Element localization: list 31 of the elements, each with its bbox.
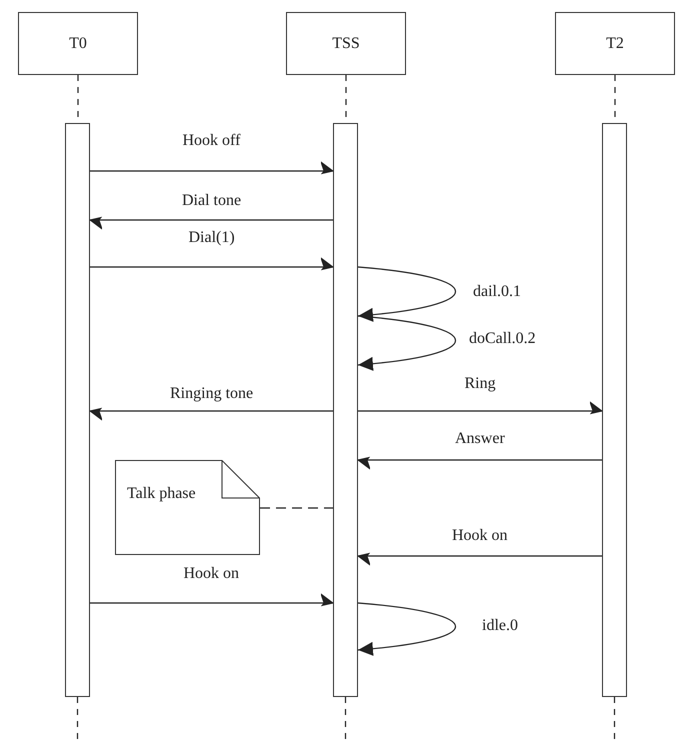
message-arrow [90, 258, 334, 270]
message-arrow [358, 553, 602, 566]
edge-label: doCall.0.2 [469, 330, 536, 348]
activation-bar [602, 123, 627, 697]
edge-label: Ring [464, 375, 496, 393]
edge-label: idle.0 [482, 617, 518, 635]
connector [260, 507, 333, 509]
edge-label: Hook on [452, 527, 508, 545]
self-call-arrow [358, 315, 456, 371]
edge-label: Answer [455, 430, 505, 448]
message-arrow [358, 457, 602, 470]
edge-label: Hook on [184, 565, 240, 583]
edge-label: Ringing tone [170, 385, 254, 403]
edge-label: Dial(1) [188, 229, 235, 247]
participant-box: TSS [286, 12, 406, 75]
edge-label: Dial tone [182, 192, 242, 210]
message-arrow [90, 594, 334, 606]
message-arrow [90, 162, 334, 174]
activation-bar [65, 123, 90, 697]
participant-box: T2 [555, 12, 675, 75]
note [115, 460, 260, 555]
self-call-arrow [358, 602, 456, 656]
message-arrow [358, 402, 602, 414]
message-arrow [90, 408, 333, 420]
activation-bar [333, 123, 358, 697]
self-call-arrow [358, 266, 456, 322]
participant-box: T0 [18, 12, 138, 75]
edge-label: dail.0.1 [473, 283, 521, 301]
edge-label: Hook off [182, 132, 240, 150]
note-text: Talk phase [127, 484, 197, 504]
message-arrow [90, 217, 333, 230]
